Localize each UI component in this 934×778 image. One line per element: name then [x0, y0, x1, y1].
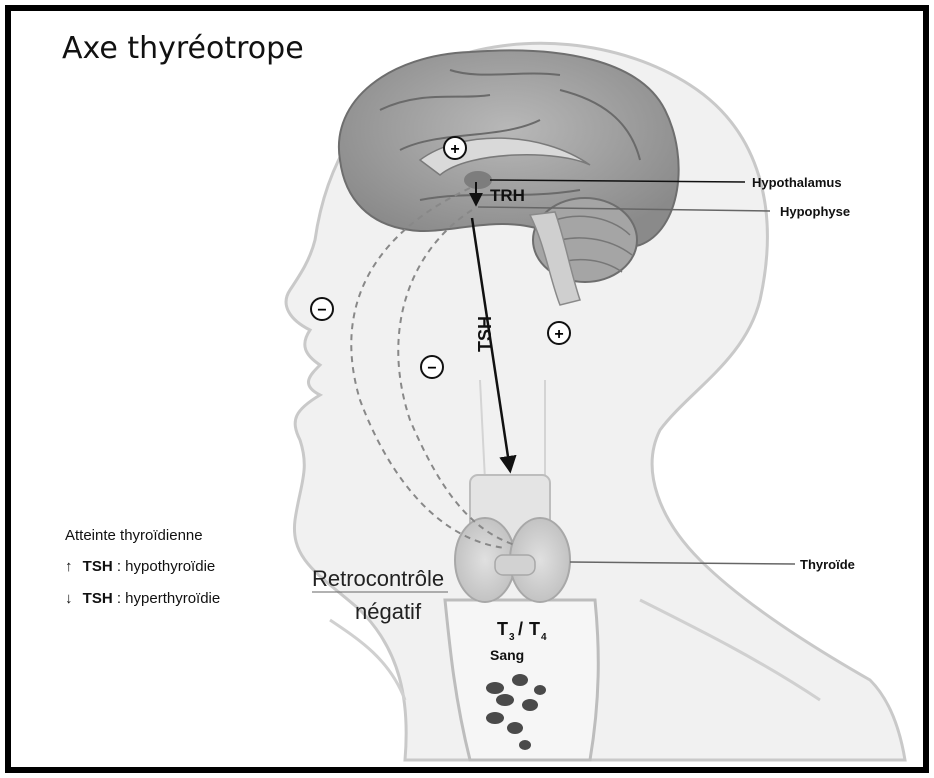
- blood-cell: [486, 682, 504, 694]
- svg-text:−: −: [317, 302, 326, 319]
- arrow-up-icon: ↑: [65, 558, 73, 575]
- blood-cell: [512, 674, 528, 686]
- hypothalamus-region: [464, 171, 492, 189]
- blood-cell: [496, 694, 514, 706]
- label-negatif: négatif: [355, 599, 422, 624]
- svg-text:4: 4: [541, 632, 547, 643]
- blood-cell: [507, 722, 523, 734]
- blood-cell: [519, 740, 531, 750]
- label-hypothalamus: Hypothalamus: [752, 175, 842, 190]
- svg-text:T: T: [497, 619, 508, 639]
- label-tsh: TSH: [475, 316, 495, 352]
- svg-text:3: 3: [509, 632, 515, 643]
- blood-cell: [522, 699, 538, 711]
- svg-text:T: T: [529, 619, 540, 639]
- legend-line-hypo: ↑ TSH : hypothyroïdie: [65, 558, 215, 575]
- blood-cell: [534, 685, 546, 695]
- arrow-down-icon: ↓: [65, 590, 73, 607]
- label-thyroide: Thyroïde: [800, 557, 855, 572]
- label-hypophyse: Hypophyse: [780, 204, 850, 219]
- sign-minus-pituitary: −: [421, 356, 443, 378]
- label-sang: Sang: [490, 647, 524, 663]
- legend-heading: Atteinte thyroïdienne: [65, 527, 203, 544]
- svg-text:−: −: [427, 360, 436, 377]
- svg-text:/: /: [518, 619, 523, 639]
- label-retrocontrole: Retrocontrôle: [312, 566, 444, 591]
- label-trh: TRH: [490, 186, 525, 205]
- sign-plus-hypothalamus: +: [444, 137, 466, 159]
- sign-plus-pituitary: +: [548, 322, 570, 344]
- sign-minus-hypothalamus: −: [311, 298, 333, 320]
- blood-cell: [486, 712, 504, 724]
- svg-text:+: +: [450, 141, 459, 158]
- legend-line-hyper: ↓ TSH : hyperthyroïdie: [65, 590, 220, 607]
- page-title: Axe thyréotrope: [62, 31, 304, 66]
- legend-atteinte: Atteinte thyroïdienne ↑ TSH : hypothyroï…: [65, 527, 220, 607]
- svg-text:+: +: [554, 326, 563, 343]
